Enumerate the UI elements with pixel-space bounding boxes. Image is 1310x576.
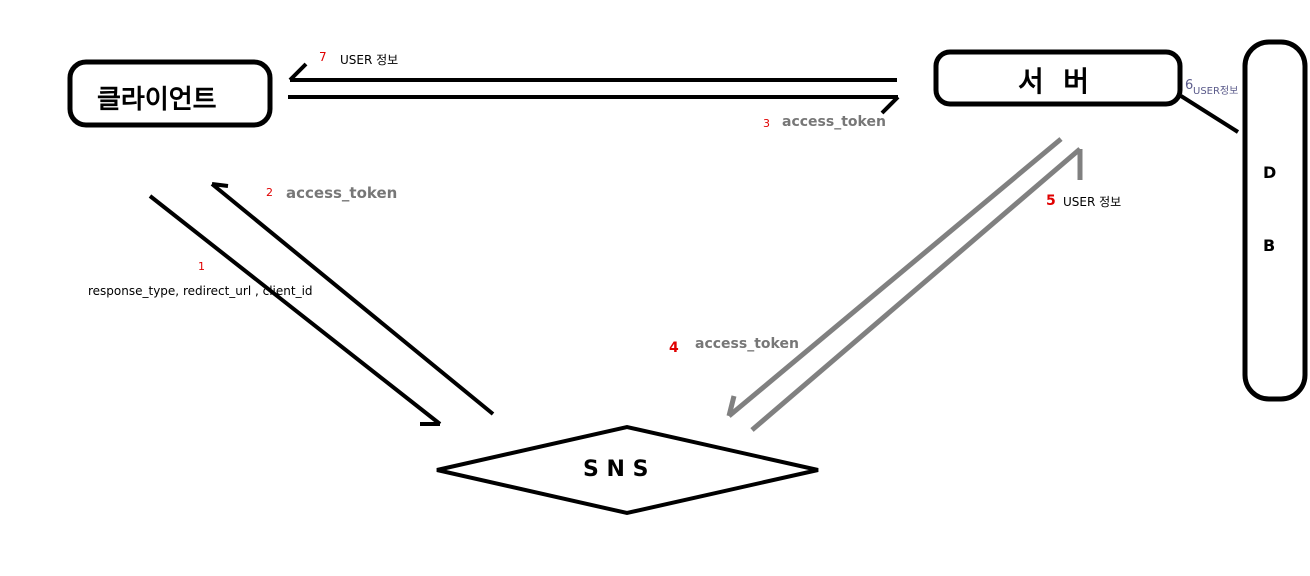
step-7-number: 7 bbox=[319, 50, 327, 64]
client-node bbox=[67, 59, 273, 128]
arrow-7 bbox=[288, 62, 897, 82]
db-label-b: B bbox=[1263, 236, 1276, 255]
step-4-number: 4 bbox=[669, 340, 679, 356]
server-label: 서 버 bbox=[1018, 65, 1090, 98]
arrow-4 bbox=[726, 137, 1063, 418]
step-3-number: 3 bbox=[763, 117, 770, 130]
sns-node bbox=[436, 424, 819, 516]
client-label: 클라이언트 bbox=[97, 85, 217, 115]
arrow-5 bbox=[750, 147, 1083, 432]
arrow-6 bbox=[1179, 94, 1240, 134]
step-5-number: 5 bbox=[1046, 193, 1056, 209]
step-7-text: USER 정보 bbox=[340, 53, 399, 67]
step-4-text: access_token bbox=[695, 336, 799, 352]
step-5-text: USER 정보 bbox=[1063, 195, 1122, 209]
step-2-text: access_token bbox=[286, 184, 398, 202]
arrow-3 bbox=[288, 95, 900, 115]
arrow-1 bbox=[148, 194, 442, 426]
step-6-text: USER정보 bbox=[1193, 86, 1239, 97]
step-6-number: 6 bbox=[1185, 78, 1194, 93]
sns-label: S N S bbox=[583, 457, 649, 482]
step-2-number: 2 bbox=[266, 186, 273, 199]
arrow-2 bbox=[210, 182, 495, 416]
step-1-number: 1 bbox=[198, 260, 205, 273]
db-label-d: D bbox=[1263, 163, 1277, 182]
server-node bbox=[933, 49, 1183, 107]
step-1-text: response_type, redirect_url , client_id bbox=[88, 284, 313, 298]
step-3-text: access_token bbox=[782, 114, 886, 130]
db-node bbox=[1242, 39, 1308, 402]
